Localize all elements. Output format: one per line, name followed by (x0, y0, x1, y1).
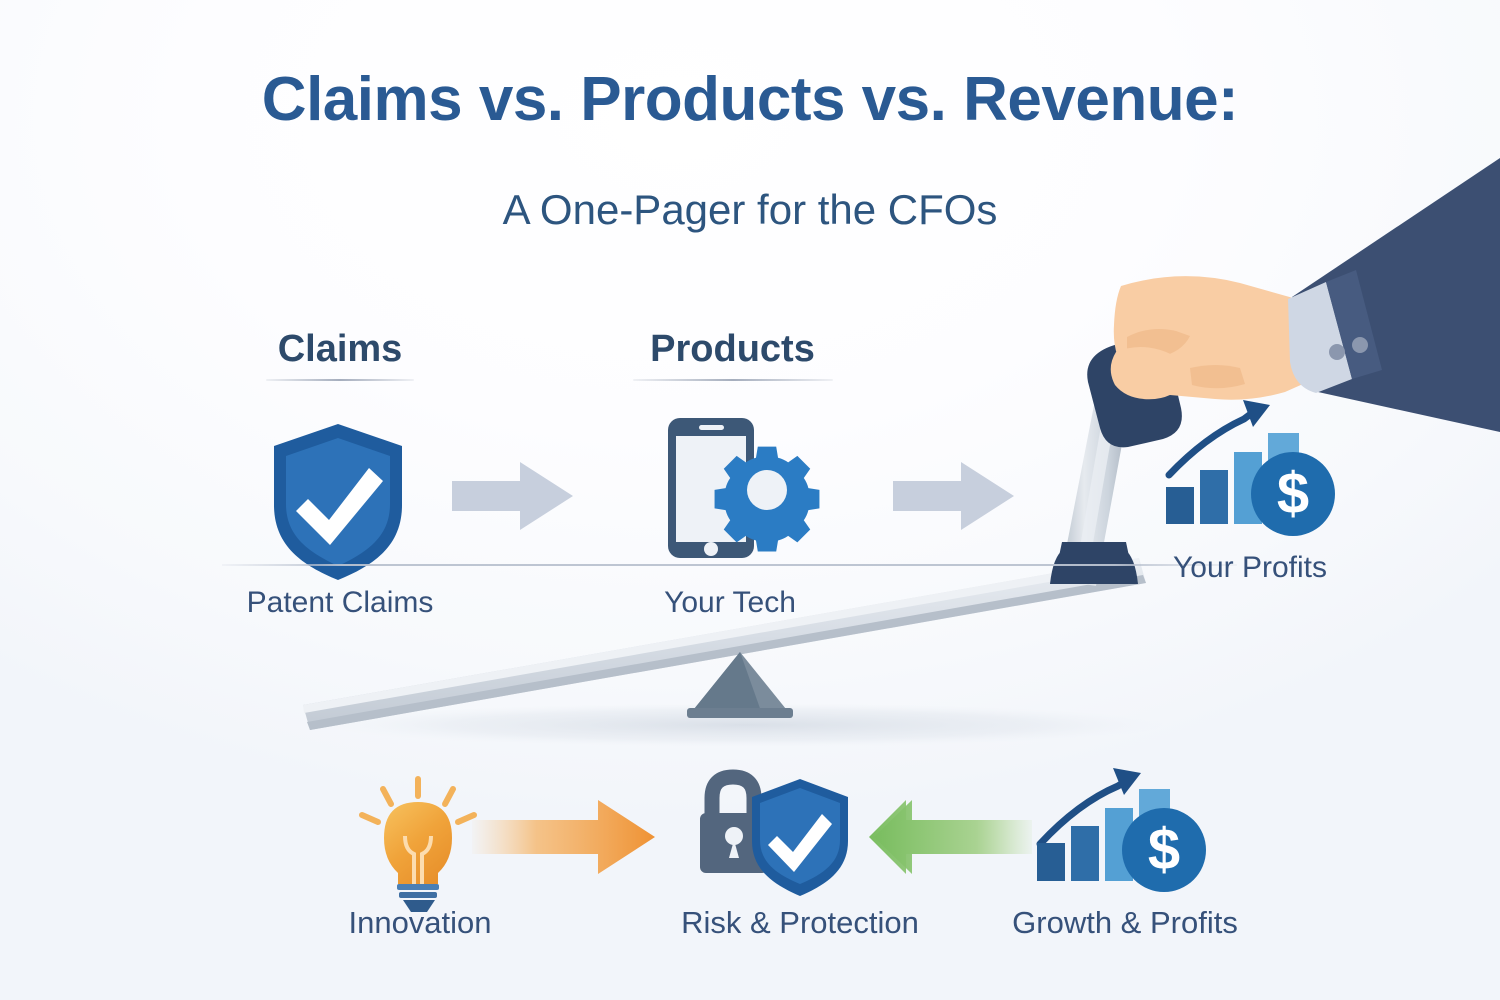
orange-arrow-right-icon (472, 800, 655, 874)
column-heading-claims-text: Claims (277, 328, 403, 370)
green-arrow-left-icon (869, 800, 1032, 874)
lock-shield-icon (700, 769, 848, 896)
lever-beam-icon (303, 558, 1146, 730)
cuff-button-2 (1352, 337, 1368, 353)
column-heading-products-text: Products (650, 328, 815, 370)
fulcrum-triangle-icon (687, 652, 793, 718)
caption-your-profits: Your Profits (1173, 551, 1327, 584)
column-heading-products: Products (600, 328, 865, 381)
shield-check-icon (274, 424, 402, 580)
bottom-label-innovation: Innovation (348, 905, 492, 940)
page-title: Claims vs. Products vs. Revenue: (261, 65, 1239, 134)
growth-chart-dollar-icon-bottom: $ (1036, 768, 1206, 892)
lightbulb-icon (359, 776, 477, 912)
svg-text:$: $ (1277, 461, 1309, 526)
heading-underline (632, 379, 833, 381)
caption-your-tech: Your Tech (664, 586, 796, 619)
bottom-label-growth-profits: Growth & Profits (1012, 905, 1238, 940)
heading-underline (266, 379, 414, 381)
page-subtitle: A One-Pager for the CFOs (502, 186, 998, 233)
column-heading-claims: Claims (215, 328, 465, 381)
svg-text:$: $ (1148, 817, 1180, 882)
bottom-label-risk-protection: Risk & Protection (681, 905, 919, 940)
cuff-button-1 (1329, 344, 1345, 360)
caption-patent-claims: Patent Claims (246, 586, 434, 619)
lever-rod-icon (1050, 400, 1138, 586)
smartphone-gear-icon (668, 418, 820, 558)
section-divider (222, 564, 1237, 566)
growth-chart-dollar-icon-top: $ (1165, 400, 1335, 536)
arrow-right-icon-2 (893, 462, 1014, 530)
arrow-right-icon-1 (452, 462, 573, 530)
seesaw-shadow (325, 703, 1165, 747)
hand-grabbing-icon (1110, 158, 1500, 432)
